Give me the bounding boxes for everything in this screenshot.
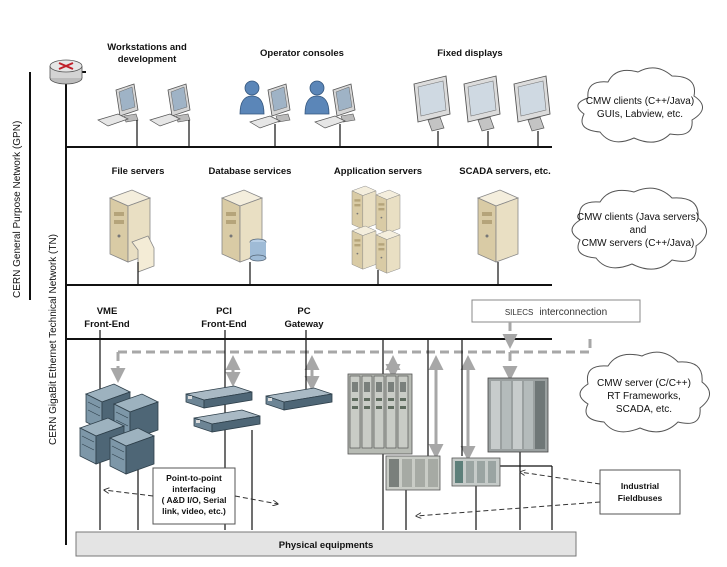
database-services-label: Database services [209, 166, 292, 177]
vme-label-2: Front-End [84, 319, 130, 330]
cloud-cmw-rt: CMW server (C/C++) RT Frameworks, SCADA,… [579, 351, 710, 433]
workstations-label-1: Workstations and [107, 42, 187, 53]
scada-servers-label: SCADA servers, etc. [459, 166, 551, 177]
fixed-display-icon [413, 75, 451, 132]
p2p-arrow-right [234, 495, 278, 504]
database-server-icon [221, 189, 267, 263]
silecs-interconnection-box: SILECS interconnection [471, 299, 641, 323]
pc-gateway-icon [265, 387, 333, 411]
industrial-fieldbuses-box: Industrial Fieldbuses [599, 469, 681, 515]
plc-rack-icon [347, 373, 413, 455]
fieldbus-arrow-upper [520, 472, 601, 485]
cloud-2-line-1: CMW clients (Java servers) [577, 212, 699, 223]
tn-label: CERN GigaBit Ethernet Technical Network … [48, 234, 59, 445]
vme-label-1: VME [97, 306, 118, 317]
p2p-line-3: ( A&D I/O, Serial [162, 495, 227, 505]
application-servers-label: Application servers [334, 166, 422, 177]
pci-frontend-icon [193, 409, 261, 433]
fixed-display-icon [513, 75, 551, 132]
p2p-line-2: interfacing [172, 484, 215, 494]
point-to-point-box: Point-to-point interfacing ( A&D I/O, Se… [152, 467, 236, 525]
cloud-1-line-1: CMW clients (C++/Java) [586, 96, 694, 107]
operator-consoles-label: Operator consoles [260, 48, 344, 59]
plc-rack-icon [487, 377, 549, 453]
fixed-displays-label: Fixed displays [437, 48, 502, 59]
pci-label-1: PCI [216, 306, 232, 317]
plc-module-icon [451, 457, 501, 487]
cloud-2-line-3: CMW servers (C++/Java) [582, 238, 695, 249]
silecs-prefix: SILECS [505, 308, 533, 317]
router-icon [49, 59, 83, 85]
cloud-1-line-2: GUIs, Labview, etc. [597, 109, 683, 120]
file-server-icon [109, 189, 155, 273]
fixed-display-icon [463, 75, 501, 132]
pc-label-2: Gateway [284, 319, 324, 330]
cloud-cmw-clients: CMW clients (C++/Java) GUIs, Labview, et… [577, 67, 703, 143]
workstations-label-2: development [118, 54, 177, 65]
cloud-3-line-2: RT Frameworks, [607, 391, 681, 402]
p2p-line-4: link, video, etc.) [162, 506, 226, 516]
cloud-cmw-servers: CMW clients (Java servers) and CMW serve… [571, 187, 707, 270]
pci-label-2: Front-End [201, 319, 247, 330]
fieldbus-arrow-lower [416, 501, 601, 516]
file-servers-label: File servers [112, 166, 165, 177]
workstation-icon [149, 83, 191, 127]
cloud-2-line-2: and [630, 225, 647, 236]
application-server-icon [351, 185, 401, 274]
plc-module-icon [385, 455, 441, 491]
fieldbus-line-2: Fieldbuses [618, 493, 663, 503]
cloud-3-line-3: SCADA, etc. [616, 404, 672, 415]
silecs-dashed-path [118, 338, 592, 354]
p2p-line-1: Point-to-point [166, 473, 222, 483]
workstation-icon [97, 83, 139, 127]
pci-frontend-icon [185, 385, 253, 409]
operator-console-icon [304, 80, 356, 129]
operator-console-icon [239, 80, 291, 129]
fieldbus-line-1: Industrial [621, 481, 659, 491]
scada-server-icon [477, 189, 519, 263]
cloud-3-line-1: CMW server (C/C++) [597, 378, 691, 389]
physical-equipments-bar: Physical equipments [75, 531, 577, 557]
physical-equipments-label: Physical equipments [279, 540, 374, 551]
silecs-rest: interconnection [539, 307, 607, 318]
p2p-arrow-left [104, 490, 154, 497]
pc-label-1: PC [297, 306, 310, 317]
gpn-label: CERN General Purpose Network (GPN) [12, 121, 23, 298]
